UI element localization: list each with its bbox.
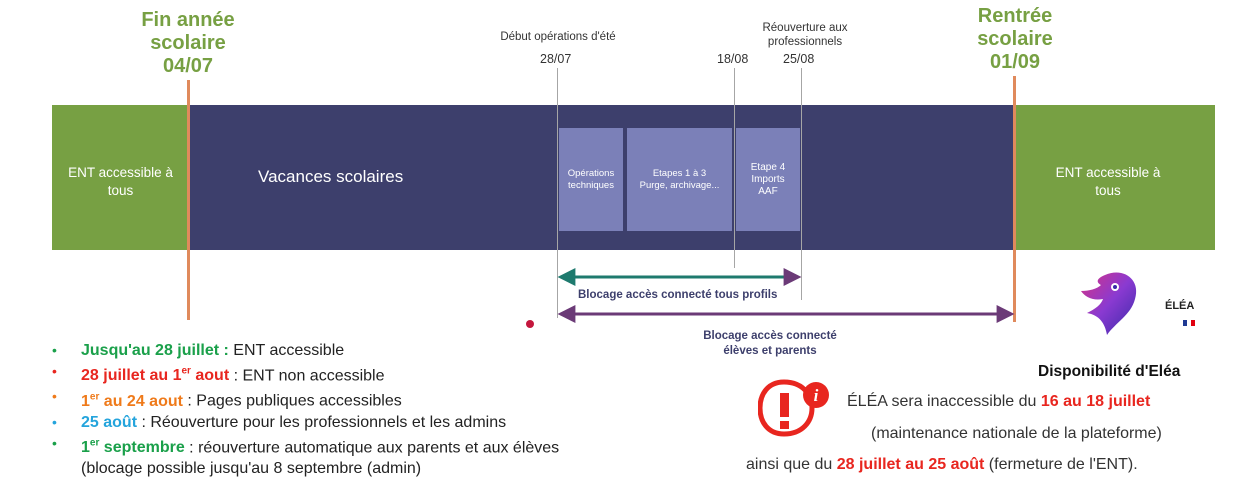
left-band-text: ENT accessible à tous <box>68 165 173 198</box>
band-ent-accessible-right <box>1016 105 1215 250</box>
elea-logo-text: ÉLÉA <box>1165 300 1195 312</box>
red-dot <box>526 320 534 328</box>
elea-line1: ÉLÉA sera inaccessible du 16 au 18 juill… <box>847 393 1151 410</box>
date-28-07: 28/07 <box>540 52 572 66</box>
line-rentree <box>1013 76 1016 322</box>
bullet-icon: • <box>52 388 57 405</box>
debut-operations-label: Début opérations d'été <box>500 31 616 43</box>
arrow1-label: Blocage accès connecté tous profils <box>578 289 778 301</box>
date-18-08: 18/08 <box>717 52 749 66</box>
bullet-list: • Jusqu'au 28 juillet : ENT accessible •… <box>52 340 559 479</box>
right-band-text: ENT accessible à tous <box>1055 165 1161 198</box>
line-18-08 <box>734 68 735 268</box>
svg-text:i: i <box>814 386 819 405</box>
list-item: • 1er septembre : réouverture automatiqu… <box>52 434 560 456</box>
elea-line3: ainsi que du 28 juillet au 25 août (ferm… <box>746 456 1138 473</box>
vacances-text: Vacances scolaires <box>258 167 404 186</box>
french-flag-icon <box>1183 320 1195 326</box>
bullet-icon: • <box>52 342 57 358</box>
elea-line2: (maintenance nationale de la plateforme) <box>871 425 1162 442</box>
reouverture-label: Réouverture aux professionnels <box>762 22 848 48</box>
list-item: • 28 juillet au 1er aout : ENT non acces… <box>52 363 385 385</box>
rentree-label: Rentrée scolaire 01/09 <box>977 5 1053 73</box>
list-item: • 1er au 24 aout : Pages publiques acces… <box>52 388 402 410</box>
list-item: • Jusqu'au 28 juillet : ENT accessible <box>52 342 345 359</box>
list-item: • 25 août : Réouverture pour les profess… <box>52 413 507 431</box>
elea-logo-icon <box>1081 272 1137 335</box>
line-28-07 <box>557 68 558 318</box>
elea-title: Disponibilité d'Eléa <box>1038 363 1181 380</box>
line-25-08 <box>801 68 802 300</box>
arrow2-label: Blocage accès connecté élèves et parents <box>703 330 837 357</box>
bullet-note: (blocage possible jusqu'au 8 septembre (… <box>81 459 422 477</box>
bullet-icon: • <box>52 363 57 379</box>
band-ent-accessible-left <box>52 105 189 250</box>
alert-icon: i <box>758 379 829 437</box>
fin-annee-label: Fin année scolaire 04/07 <box>141 9 235 77</box>
line-fin-annee <box>187 80 190 320</box>
date-25-08: 25/08 <box>783 52 815 66</box>
bullet-icon: • <box>52 413 57 430</box>
bullet-icon: • <box>52 434 57 451</box>
